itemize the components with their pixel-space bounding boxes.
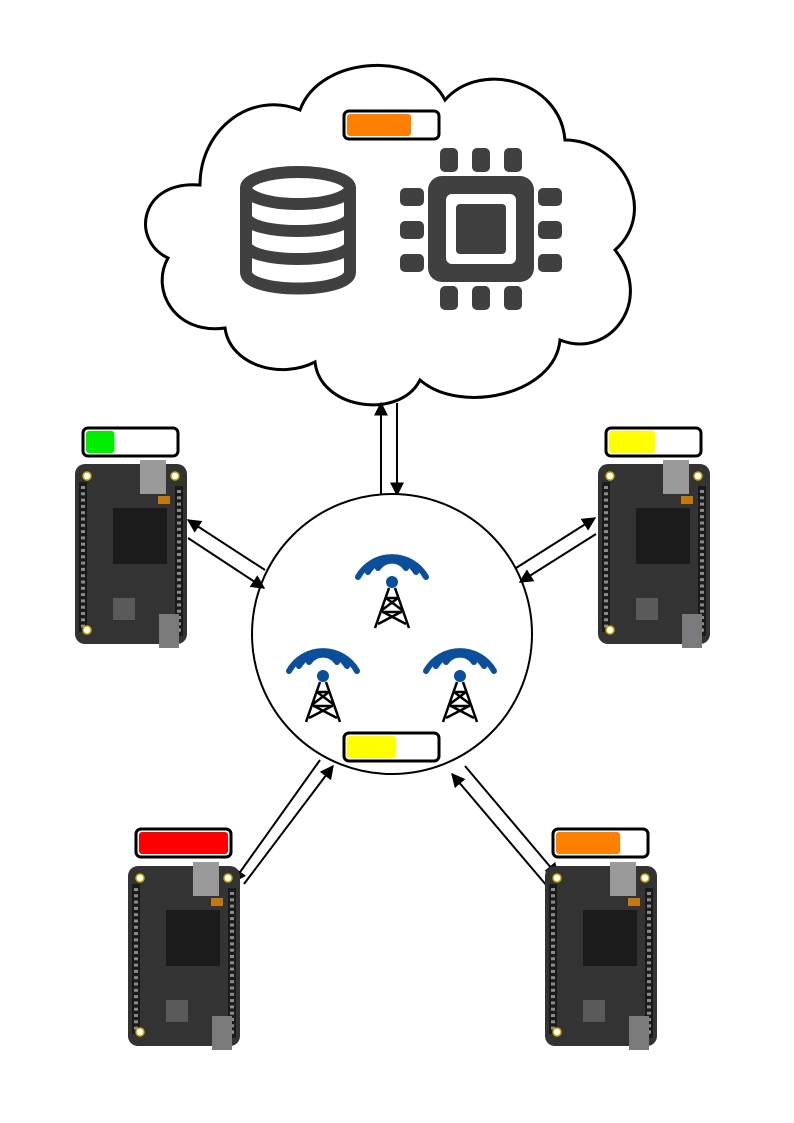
cloud-load-meter [342,109,441,141]
meter-fill [139,832,228,854]
board-chip [166,910,220,966]
device-top-right [598,426,710,648]
link-arrow-top-left-out [187,537,266,589]
meter-fill [347,736,396,758]
radio-tower-icon [355,554,429,629]
database-icon [240,166,356,295]
cloud-hub-link [374,401,404,497]
link-arrow-bottom-left-in [232,759,321,884]
board-connector [610,862,636,896]
device-top-left [75,426,187,648]
wireless-hub [251,493,533,775]
device-load-bar [604,426,703,458]
meter-fill [609,431,656,453]
link-arrow-bottom-right-out [451,772,548,887]
board-chip [113,508,167,564]
device-bottom-left [128,827,240,1050]
board-connector [140,460,166,494]
embedded-board-icon [128,862,240,1050]
board-chip [636,508,690,564]
link-arrow-top-left-in [186,519,266,571]
radio-tower-icon [286,648,360,723]
hub-load-meter [342,731,441,763]
embedded-board-icon [598,460,710,648]
board-connector [193,862,219,896]
board-connector [663,460,689,494]
device-links [186,517,597,887]
meter-fill [347,114,412,136]
processor-chip-icon [400,148,562,310]
cloud-server [144,63,636,407]
embedded-board-icon [75,460,187,648]
hub-circle [251,493,533,775]
meter-fill [556,832,621,854]
board-usb-port [629,1016,649,1050]
link-arrow-bottom-right-in [464,765,559,878]
board-usb-port [159,614,179,648]
link-arrow-top-right-in [515,517,597,569]
embedded-board-icon [545,862,657,1050]
link-arrow-top-right-out [518,533,597,583]
board-usb-port [212,1016,232,1050]
device-load-bar [81,426,180,458]
device-bottom-right [545,827,657,1050]
hub-load-bar [342,731,441,763]
device-load-bar [134,827,233,859]
board-chip [583,910,637,966]
radio-tower-icon [423,648,497,723]
link-arrow-bottom-left-out [243,764,334,885]
board-usb-port [682,614,702,648]
meter-fill [86,431,115,453]
cloud-load-bar [342,109,441,141]
device-load-bar [551,827,650,859]
